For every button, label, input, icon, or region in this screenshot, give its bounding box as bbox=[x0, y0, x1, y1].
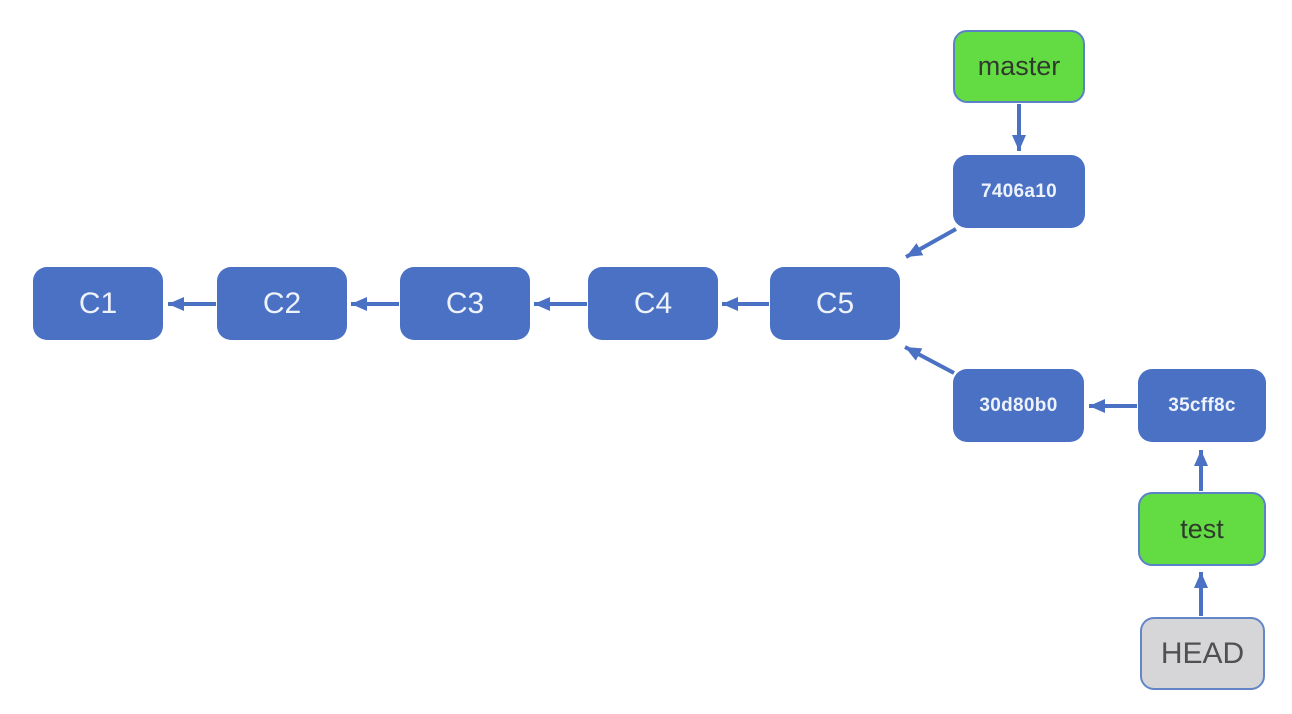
commit-node-C1: C1 bbox=[33, 267, 163, 340]
commit-node-C2: C2 bbox=[217, 267, 347, 340]
commit-hash-label: 30d80b0 bbox=[979, 395, 1058, 416]
branch-name: master bbox=[977, 51, 1061, 81]
head-pointer-node: HEAD bbox=[1140, 617, 1265, 690]
branch-label-master: master bbox=[953, 30, 1085, 103]
branch-name: test bbox=[1180, 513, 1224, 544]
commit-label: C5 bbox=[815, 286, 855, 320]
commit-node-C5: C5 bbox=[770, 267, 900, 340]
commit-node-35cff8c: 35cff8c bbox=[1138, 369, 1266, 442]
commit-label: C3 bbox=[445, 286, 485, 320]
commit-node-C3: C3 bbox=[400, 267, 530, 340]
edge-7406a10-C5 bbox=[905, 227, 957, 259]
commit-label: C1 bbox=[78, 286, 118, 320]
branch-label-test: test bbox=[1138, 492, 1266, 566]
commit-node-7406a10: 7406a10 bbox=[953, 155, 1085, 228]
commit-hash-label: 7406a10 bbox=[980, 181, 1058, 202]
commit-node-C4: C4 bbox=[588, 267, 718, 340]
commit-label: C4 bbox=[633, 286, 673, 320]
commit-label: C2 bbox=[262, 286, 302, 320]
edge-30d80b0-C5 bbox=[904, 345, 955, 375]
commit-hash-label: 35cff8c bbox=[1168, 395, 1236, 416]
head-label: HEAD bbox=[1160, 636, 1245, 670]
commit-node-30d80b0: 30d80b0 bbox=[953, 369, 1084, 442]
